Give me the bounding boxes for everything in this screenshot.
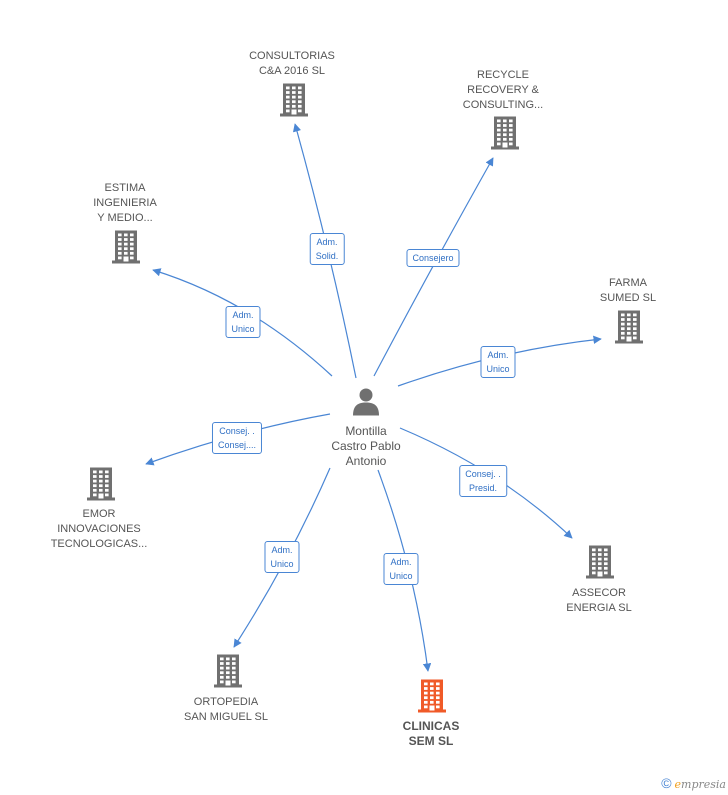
company-label-emor[interactable]: EMOR INNOVACIONES TECNOLOGICAS... [50,508,148,550]
company-label-consultorias[interactable]: CONSULTORIAS C&A 2016 SL [249,50,335,77]
person-icon[interactable] [351,387,381,422]
center-person-label[interactable]: Montilla Castro Pablo Antonio [331,424,401,468]
edge-label-estima[interactable]: Adm. Unico [225,306,261,338]
company-label-clinicas[interactable]: CLINICAS SEM SL [402,719,460,748]
building-icon[interactable] [111,230,141,269]
edge-label-ortopedia[interactable]: Adm. Unico [264,541,300,573]
company-label-farma[interactable]: FARMA SUMED SL [599,277,657,304]
brand-name: mpresia [681,778,726,791]
building-icon[interactable] [490,116,520,155]
company-label-ortopedia[interactable]: ORTOPEDIA SAN MIGUEL SL [184,696,268,723]
copyright-symbol: © [661,775,672,791]
building-icon[interactable] [585,545,615,584]
company-label-recycle[interactable]: RECYCLE RECOVERY & CONSULTING... [462,69,544,111]
edge-label-farma[interactable]: Adm. Unico [480,346,516,378]
edge-label-recycle[interactable]: Consejero [406,249,460,267]
footer-brand: ©empresia [661,775,726,791]
edge-label-assecor[interactable]: Consej. . Presid. [459,465,507,497]
company-label-estima[interactable]: ESTIMA INGENIERIA Y MEDIO... [93,182,157,224]
edge-label-emor[interactable]: Consej. . Consej.... [211,422,263,454]
company-label-assecor[interactable]: ASSECOR ENERGIA SL [566,587,632,614]
building-icon[interactable] [417,679,447,718]
edge-line-recycle [373,157,494,377]
building-icon[interactable] [279,83,309,122]
building-icon[interactable] [614,310,644,349]
building-icon[interactable] [86,467,116,506]
brand-logo: empresia [675,778,726,791]
edge-label-consultorias[interactable]: Adm. Solid. [309,233,345,265]
brand-initial: e [674,778,682,791]
edge-label-clinicas[interactable]: Adm. Unico [383,553,419,585]
building-icon[interactable] [213,654,243,693]
